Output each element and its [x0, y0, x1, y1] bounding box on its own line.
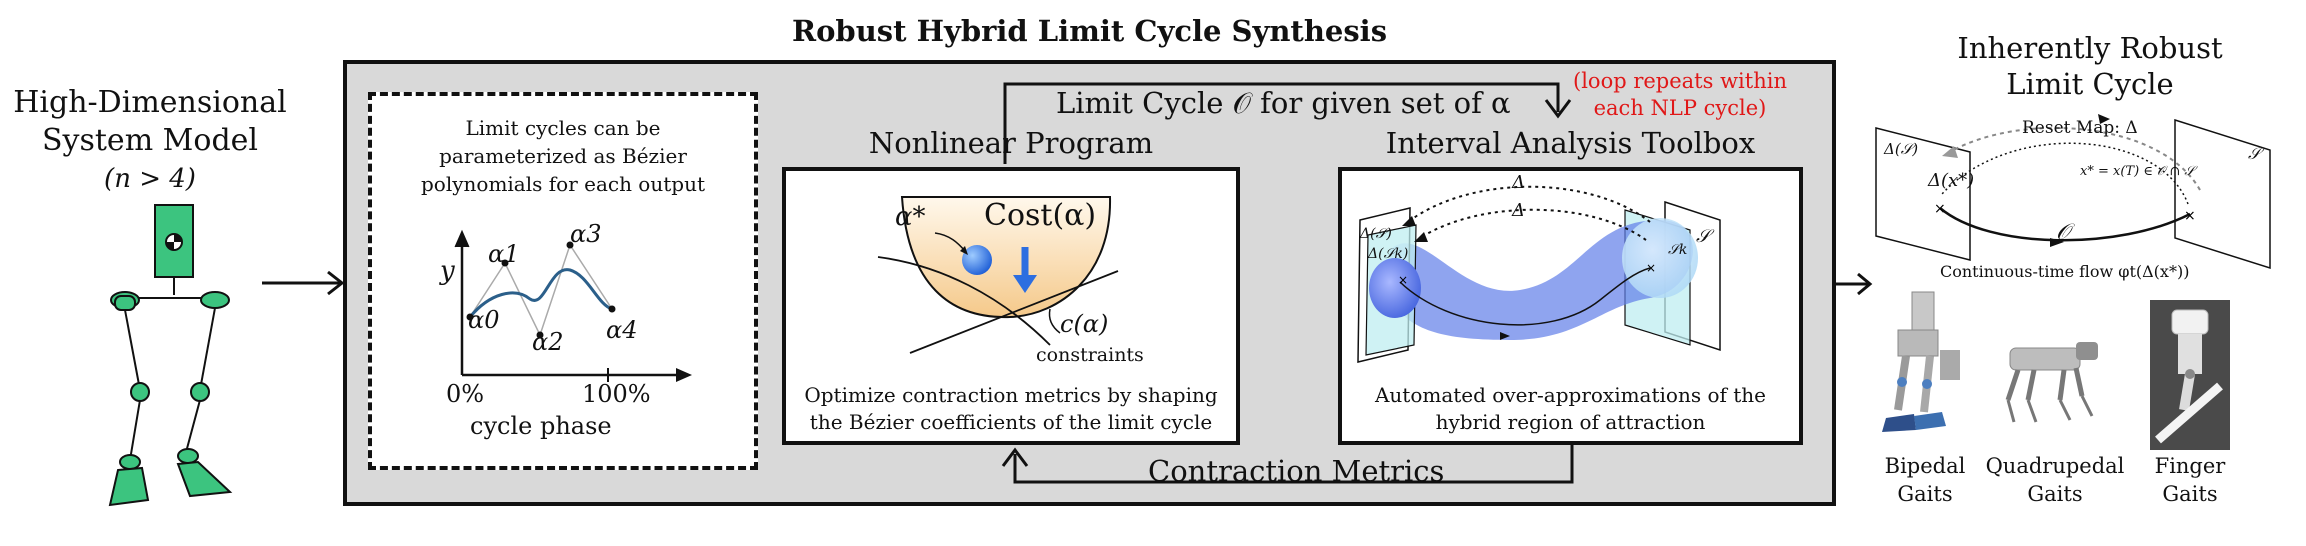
bezier-parameterization-box [368, 92, 758, 470]
ia-delta-2: Δ [1512, 200, 1525, 221]
robust-plane-delta-s [1875, 127, 1971, 261]
top-loop-arrow [1003, 82, 1572, 164]
bipedal-robot-image [1882, 291, 1960, 432]
robot-right-hip [200, 291, 230, 309]
top-loop-note-line2: each NLP cycle) [1593, 96, 1767, 120]
bezier-alpha-3: α3 [570, 220, 602, 248]
finger-gaits-label-line2: Gaits [2162, 482, 2218, 506]
robot-left-knee [130, 382, 150, 402]
svg-text:×: × [2184, 208, 2196, 224]
robust-reset-map: Reset Map: Δ [2022, 118, 2138, 138]
nlp-cost-label: Cost(α) [984, 198, 1097, 233]
nlp-caption-line1: Optimize contraction metrics by shaping [804, 383, 1218, 407]
ia-caption-line1: Automated over-approximations of the [1374, 383, 1767, 407]
arrow-out-of-synthesis [1836, 272, 1873, 296]
svg-text:×: × [1398, 273, 1408, 287]
top-loop-note-line1: (loop repeats within [1573, 69, 1787, 93]
ia-delta-sk-label: Δ(𝒮k) [1368, 246, 1409, 262]
robust-cycle-heading: Inherently Robust Limit Cycle [1880, 30, 2300, 102]
nlp-cost-bowl [877, 196, 1119, 354]
top-loop-note: (loop repeats within each NLP cycle) [1560, 68, 1800, 122]
nlp-title: Nonlinear Program [868, 126, 1154, 160]
robust-s-label: 𝒮 [2248, 144, 2261, 163]
svg-text:×: × [1646, 261, 1656, 275]
quadrupedal-gaits-label-line2: Gaits [2027, 482, 2083, 506]
bezier-alpha-0: α0 [468, 306, 500, 334]
bezier-alpha-2: α2 [532, 328, 564, 356]
robust-x-star: x* = x(T) ∈ 𝒪 ∩ 𝒮 [2080, 164, 2195, 179]
robust-delta-x: Δ(x*) [1928, 170, 1975, 191]
ia-caption-line2: hybrid region of attraction [1435, 410, 1706, 434]
finger-gaits-label: Finger Gaits [2140, 452, 2240, 508]
robust-orbit [1939, 207, 2191, 242]
nlp-caption: Optimize contraction metrics by shaping … [782, 382, 1240, 436]
bezier-plot [454, 229, 692, 382]
nlp-constraint-line-2 [909, 270, 1119, 354]
ia-delta-s-label: Δ(𝒮) [1360, 226, 1392, 242]
quadrupedal-gaits-label: Quadrupedal Gaits [1985, 452, 2125, 508]
nlp-caption-line2: the Bézier coefficients of the limit cyc… [809, 410, 1213, 434]
system-model-heading: High-Dimensional System Model (n > 4) [10, 84, 290, 198]
bezier-caption-line3: polynomials for each output [420, 172, 705, 196]
ia-attraction-tube [1390, 220, 1693, 340]
nlp-down-arrow [1013, 275, 1037, 293]
bottom-loop-arrow [1001, 445, 1574, 484]
bottom-loop-label: Contraction Metrics [1148, 454, 1445, 488]
ia-delta-1: Δ [1512, 172, 1525, 193]
biped-robot-figure [108, 204, 233, 507]
bipedal-gaits-label-line1: Bipedal [1884, 454, 1966, 478]
arrow-into-synthesis [262, 270, 345, 296]
robust-reset-arc [1949, 126, 2201, 191]
bezier-caption-line1: Limit cycles can be [465, 116, 661, 140]
nlp-constraint-curve-1 [877, 256, 1051, 346]
robot-left-foot [108, 466, 150, 507]
nlp-alpha-star: α* [895, 202, 926, 232]
ia-region-figure: × × [1357, 185, 1721, 363]
nlp-optimum-ball [962, 245, 992, 275]
bezier-alpha-4: α4 [606, 316, 638, 344]
robust-flow-label: Continuous-time flow φt(Δ(x*)) [1940, 262, 2190, 281]
robust-orbit-label: 𝒪 [2056, 220, 2070, 245]
bipedal-gaits-label: Bipedal Gaits [1870, 452, 1980, 508]
robot-right-knee [190, 382, 210, 402]
bezier-x-tick-0: 0% [446, 380, 485, 408]
bipedal-gaits-label-line2: Gaits [1897, 482, 1953, 506]
quadrupedal-gaits-label-line1: Quadrupedal [1985, 454, 2125, 478]
ia-s-label: 𝒮 [1696, 226, 1710, 247]
ia-sk-label: 𝒮k [1668, 242, 1688, 258]
top-loop-label: Limit Cycle 𝒪 for given set of α [1056, 86, 1511, 120]
quadrupedal-robot-image [2005, 342, 2098, 423]
nlp-constraints-label: constraints [1036, 344, 1144, 366]
robust-cycle-figure: × × [1875, 114, 2271, 270]
robot-right-foot [176, 460, 233, 498]
bezier-y-label: y [440, 256, 455, 286]
ia-caption: Automated over-approximations of the hyb… [1338, 382, 1803, 436]
nlp-bowl [900, 196, 1112, 319]
system-model-heading-line3: (n > 4) [104, 164, 196, 194]
svg-text:×: × [1934, 201, 1946, 217]
diagram-title: Robust Hybrid Limit Cycle Synthesis [791, 14, 1388, 48]
robust-cycle-heading-line1: Inherently Robust [1957, 31, 2223, 65]
nlp-c-alpha: c(α) [1060, 310, 1109, 338]
bezier-caption-line2: parameterized as Bézier [439, 144, 687, 168]
bezier-x-tick-100: 100% [582, 380, 651, 408]
ia-title: Interval Analysis Toolbox [1385, 126, 1756, 160]
robust-plane-s [2174, 118, 2271, 270]
system-model-heading-line1: High-Dimensional [13, 85, 287, 120]
bezier-curve [468, 268, 613, 318]
bezier-caption: Limit cycles can be parameterized as Béz… [368, 114, 758, 198]
robust-delta-s: Δ(𝒮) [1884, 140, 1919, 158]
system-model-heading-line2: System Model [41, 123, 259, 158]
bezier-x-label: cycle phase [470, 412, 612, 440]
robust-cycle-heading-line2: Limit Cycle [2006, 67, 2174, 101]
finger-gaits-label-line1: Finger [2154, 454, 2226, 478]
bezier-alpha-1: α1 [488, 240, 520, 268]
finger-robot-image [2150, 300, 2230, 450]
